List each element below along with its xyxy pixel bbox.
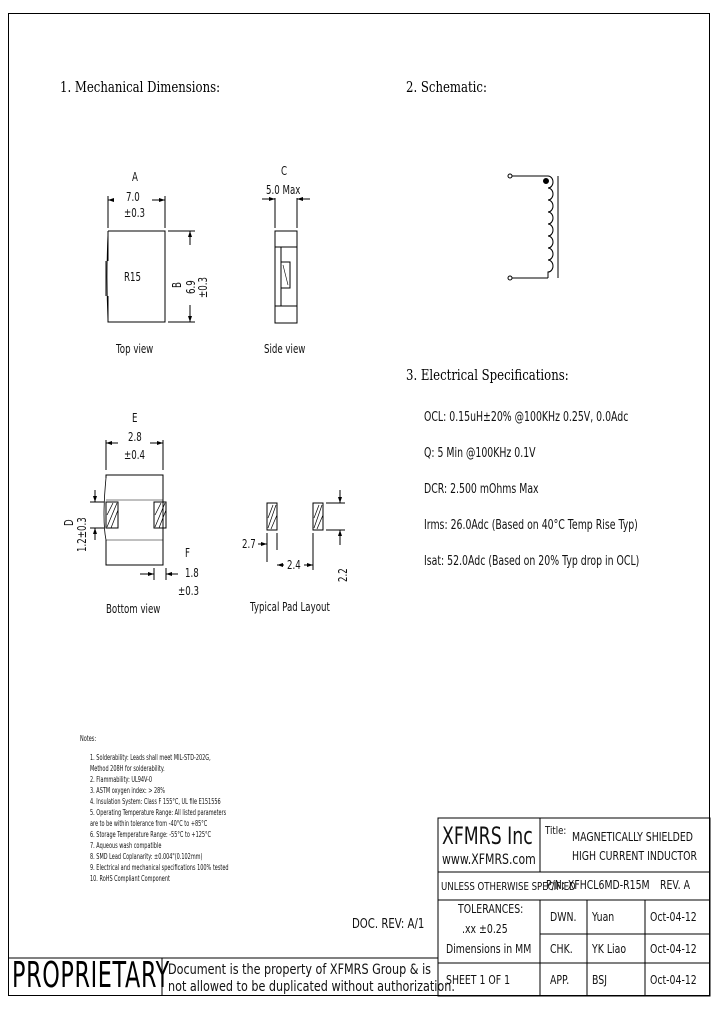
title-line-2: HIGH CURRENT INDUCTOR bbox=[572, 849, 698, 863]
spec-dcr: DCR: 2.500 mOhms Max bbox=[424, 482, 539, 497]
pad-dim-2: 2.4 bbox=[287, 558, 301, 572]
part-number: P/N: XFHCL6MD-R15M bbox=[546, 878, 650, 892]
drawn-date: Oct-04-12 bbox=[650, 910, 697, 924]
spec-ocl: OCL: 0.15uH±20% @100KHz 0.25V, 0.0Adc bbox=[424, 410, 629, 425]
proprietary-line-2: not allowed to be duplicated without aut… bbox=[168, 979, 455, 995]
dimensions-unit: Dimensions in MM bbox=[446, 942, 532, 956]
dim-b-tolerance: ±0.3 bbox=[196, 277, 210, 298]
tolerances-value: .xx ±0.25 bbox=[462, 922, 508, 936]
note-item: 6. Storage Temperature Range: -55°C to +… bbox=[90, 830, 212, 839]
side-view-caption: Side view bbox=[264, 342, 306, 356]
note-item: 7. Aqueous wash compatible bbox=[90, 841, 162, 850]
checked-role: CHK. bbox=[550, 942, 573, 956]
bottom-view-caption: Bottom view bbox=[106, 602, 161, 616]
spec-q: Q: 5 Min @100KHz 0.1V bbox=[424, 446, 536, 461]
pad-layout-caption: Typical Pad Layout bbox=[250, 600, 330, 614]
dim-b-letter: B bbox=[170, 282, 184, 288]
company-website: www.XFMRS.com bbox=[442, 852, 536, 868]
company-name: XFMRS Inc bbox=[442, 822, 533, 850]
doc-rev: DOC. REV: A/1 bbox=[352, 917, 425, 932]
approved-name: BSJ bbox=[592, 973, 607, 987]
checked-name: YK Liao bbox=[592, 942, 627, 956]
dim-f-value: 1.8 bbox=[185, 566, 199, 580]
note-item: 2. Flammability: UL94V-0 bbox=[90, 775, 153, 784]
dim-a-value: 7.0 bbox=[126, 190, 140, 204]
note-item: 9. Electrical and mechanical specificati… bbox=[90, 863, 229, 872]
approved-date: Oct-04-12 bbox=[650, 973, 697, 987]
mechanical-heading: 1. Mechanical Dimensions: bbox=[60, 78, 221, 96]
note-item: 1. Solderability: Leads shall meet MIL-S… bbox=[90, 753, 211, 762]
proprietary-line-1: Document is the property of XFMRS Group … bbox=[168, 962, 432, 978]
dim-e-letter: E bbox=[132, 411, 138, 425]
note-item: 3. ASTM oxygen index: > 28% bbox=[90, 786, 165, 795]
drawn-role: DWN. bbox=[550, 910, 577, 924]
spec-isat: Isat: 52.0Adc (Based on 20% Typ drop in … bbox=[424, 554, 640, 569]
drawing-frame bbox=[8, 13, 710, 996]
top-view-caption: Top view bbox=[116, 342, 154, 356]
revision: REV. A bbox=[660, 878, 690, 892]
checked-date: Oct-04-12 bbox=[650, 942, 697, 956]
drawn-name: Yuan bbox=[592, 910, 615, 924]
dim-e-tolerance: ±0.4 bbox=[124, 448, 145, 462]
note-item: 5. Operating Temperature Range: All list… bbox=[90, 808, 227, 817]
sheet-number: SHEET 1 OF 1 bbox=[446, 973, 511, 987]
dim-f-letter: F bbox=[185, 546, 190, 560]
schematic-heading: 2. Schematic: bbox=[406, 78, 487, 96]
dim-a-letter: A bbox=[132, 170, 138, 184]
pad-dim-3: 2.2 bbox=[336, 568, 350, 582]
dim-a-tolerance: ±0.3 bbox=[124, 206, 145, 220]
dim-c-letter: C bbox=[281, 164, 288, 178]
tolerances-label: TOLERANCES: bbox=[458, 902, 524, 916]
proprietary-label: PROPRIETARY bbox=[12, 955, 170, 996]
title-line-1: MAGNETICALLY SHIELDED bbox=[572, 830, 693, 844]
approved-role: APP. bbox=[550, 973, 570, 987]
note-item: 8. SMD Lead Coplanarity: ±0.004"(0.102mm… bbox=[90, 852, 203, 861]
dim-d-letter: D bbox=[62, 519, 76, 526]
dim-c-value: 5.0 Max bbox=[266, 183, 301, 197]
unless-specified: UNLESS OTHERWISE SPECIFIED bbox=[441, 880, 576, 893]
note-item: are to be within tolerance from -40°C to… bbox=[90, 819, 208, 828]
pad-dim-1: 2.7 bbox=[242, 537, 256, 551]
note-item: Method 208H for solderability. bbox=[90, 764, 165, 773]
note-item: 10. RoHS Compliant Component bbox=[90, 874, 170, 883]
spec-irms: Irms: 26.0Adc (Based on 40°C Temp Rise T… bbox=[424, 518, 638, 533]
dim-b-label-group: B 6.9 ±0.3 bbox=[170, 252, 216, 298]
electrical-heading: 3. Electrical Specifications: bbox=[406, 366, 569, 384]
part-marking: R15 bbox=[124, 270, 141, 284]
dim-e-value: 2.8 bbox=[128, 430, 142, 444]
title-label: Title: bbox=[545, 824, 567, 837]
dim-d-value: 1.2±0.3 bbox=[75, 517, 89, 552]
note-item: 4. Insulation System: Class F 155°C, UL … bbox=[90, 797, 221, 806]
notes-heading: Notes: bbox=[80, 734, 97, 743]
notes-list: 1. Solderability: Leads shall meet MIL-S… bbox=[90, 752, 313, 884]
dim-f-tolerance: ±0.3 bbox=[178, 584, 199, 598]
